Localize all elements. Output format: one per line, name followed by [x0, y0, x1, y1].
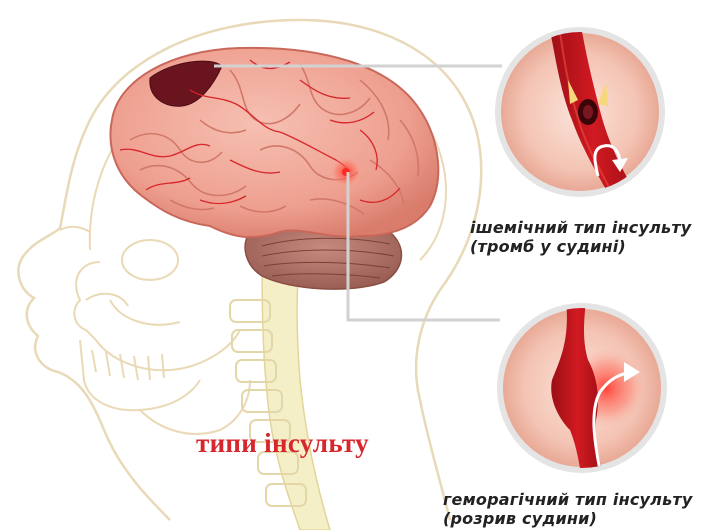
- hemorrhagic-detail-circle: [500, 300, 664, 480]
- hemorrhagic-caption: геморагічний тип інсульту (розрив судини…: [443, 490, 693, 528]
- ischemic-detail-circle: [498, 20, 662, 200]
- diagram-title: типи інсульту: [196, 428, 369, 459]
- spine: [230, 250, 330, 530]
- brain: [110, 48, 438, 237]
- ischemic-caption-line1: ішемічний тип інсульту: [470, 218, 691, 237]
- ischemic-caption-line2: (тромб у судині): [470, 237, 691, 256]
- ischemic-caption: ішемічний тип інсульту (тромб у судині): [470, 218, 691, 256]
- hemorrhagic-caption-line1: геморагічний тип інсульту: [443, 490, 693, 509]
- hemorrhagic-caption-line2: (розрив судини): [443, 509, 693, 528]
